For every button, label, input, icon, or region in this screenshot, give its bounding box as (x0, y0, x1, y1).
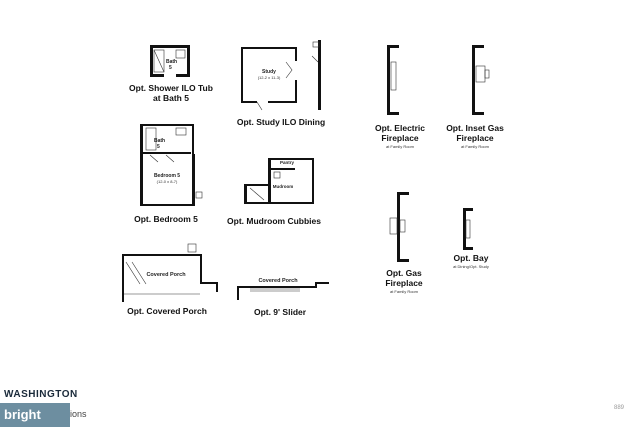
caption-porch: Opt. Covered Porch (127, 306, 207, 316)
brand-logo-text: bright (4, 407, 41, 422)
caption-bay-line1: Opt. Bay (454, 253, 489, 263)
covered-porch-label: Covered Porch (146, 272, 186, 278)
bedroom5-dimensions: (12-0 x 8-7) (157, 179, 178, 184)
caption-electric-line1: Opt. Electric (375, 123, 425, 133)
caption-inset-sub: at Family Room (461, 144, 490, 149)
caption-bedroom: Opt. Bedroom 5 (134, 214, 198, 224)
study-option-plan: Study (12-2 x 11-3) (241, 40, 321, 111)
caption-inset-line2: Fireplace (456, 133, 494, 143)
caption-shower-line2: at Bath 5 (153, 93, 189, 103)
gas-fireplace-plan (389, 192, 409, 262)
brand-watermark: WASHINGTON bright ions (0, 385, 87, 427)
inset-gas-fireplace-plan (472, 45, 490, 115)
caption-gas-line2: Fireplace (385, 278, 423, 288)
caption-inset-line1: Opt. Inset Gas (446, 123, 504, 133)
shower-option-plan: Bath 5 (150, 45, 190, 77)
slider-option-plan: Covered Porch (237, 278, 329, 300)
pantry-label: Pantry (280, 160, 295, 165)
page-number: 889 (614, 405, 625, 411)
caption-study: Opt. Study ILO Dining (237, 117, 325, 127)
bedroom5-label: Bedroom 5 (154, 173, 180, 179)
caption-gas-sub: at Family Room (390, 289, 419, 294)
study-label: Study (262, 69, 276, 75)
bay-option-plan (463, 208, 473, 250)
covered-porch-plan: Covered Porch (122, 243, 218, 302)
bath5-label-b: Bath (154, 138, 165, 144)
bath5-num-a: 5 (169, 65, 172, 71)
bath5-num-b: 5 (157, 144, 160, 150)
caption-slider: Opt. 9' Slider (254, 307, 307, 317)
study-dimensions: (12-2 x 11-3) (258, 75, 281, 80)
caption-mudroom: Opt. Mudroom Cubbies (227, 216, 321, 226)
mudroom-option-plan: Pantry Mudroom (244, 158, 314, 204)
caption-shower-line1: Opt. Shower ILO Tub (129, 83, 213, 93)
brand-top-text: WASHINGTON (4, 389, 78, 400)
brand-tail-text: ions (70, 409, 87, 419)
electric-fireplace-plan (387, 45, 399, 115)
covered-porch-slider-label: Covered Porch (258, 278, 298, 284)
brand-logo-box (0, 403, 70, 427)
mudroom-label: Mudroom (273, 184, 294, 189)
bedroom5-option-plan: Bath 5 Bedroom 5 (12-0 x 8-7) (140, 124, 203, 206)
caption-electric-line2: Fireplace (381, 133, 419, 143)
caption-electric-sub: at Family Room (386, 144, 415, 149)
caption-bay-sub: at Dining/Opt. Study (453, 264, 489, 269)
bath5-label-a: Bath (166, 59, 177, 65)
caption-gas-line1: Opt. Gas (386, 268, 422, 278)
